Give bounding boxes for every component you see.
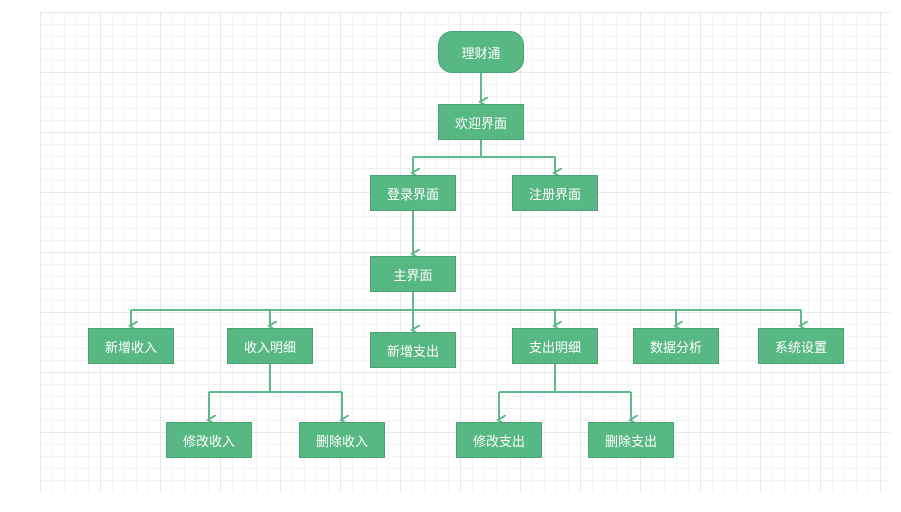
node-edit-expense: 修改支出 xyxy=(456,422,542,458)
node-add-expense: 新增支出 xyxy=(370,332,456,368)
node-main: 主界面 xyxy=(370,256,456,292)
node-expense-detail: 支出明细 xyxy=(512,328,598,364)
node-register: 注册界面 xyxy=(512,175,598,211)
grid-canvas xyxy=(40,12,890,492)
node-income-detail: 收入明细 xyxy=(227,328,313,364)
node-delete-income: 删除收入 xyxy=(299,422,385,458)
node-welcome: 欢迎界面 xyxy=(438,104,524,140)
node-data-analysis: 数据分析 xyxy=(633,328,719,364)
node-delete-expense: 删除支出 xyxy=(588,422,674,458)
node-system-settings: 系统设置 xyxy=(758,328,844,364)
node-edit-income: 修改收入 xyxy=(166,422,252,458)
node-add-income: 新增收入 xyxy=(88,328,174,364)
node-root: 理财通 xyxy=(438,31,524,73)
node-login: 登录界面 xyxy=(370,175,456,211)
